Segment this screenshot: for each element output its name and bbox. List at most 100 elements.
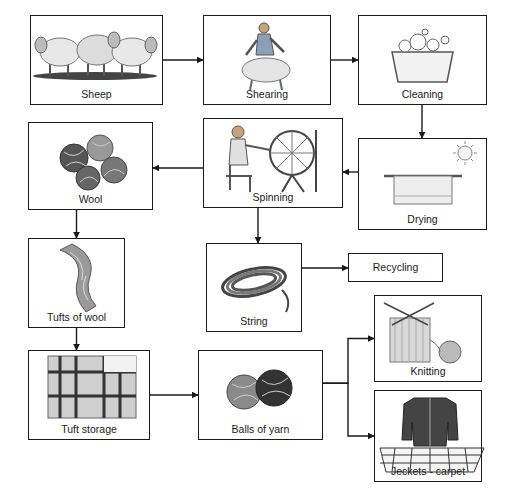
node-label: Recycling (373, 261, 419, 273)
sheep-head (145, 37, 157, 53)
flow-arrow (257, 208, 258, 243)
sheep-head (35, 37, 47, 53)
flow-arrow (323, 383, 374, 436)
tufts-illustration (60, 244, 96, 312)
wheel-spokes (270, 131, 314, 175)
flow-arrow (323, 339, 374, 384)
process-box: String (206, 243, 302, 332)
node-label: Shearing (246, 88, 288, 100)
sheep-head (108, 32, 120, 48)
knitted-piece (390, 318, 430, 362)
node-label: String (240, 315, 267, 327)
wheel-stand (282, 130, 316, 192)
sheep-leg (49, 64, 51, 76)
wool-ball (76, 166, 100, 190)
spinner-stool (226, 165, 252, 192)
plaid-storage (48, 356, 136, 418)
tuft-storage-illustration (48, 356, 136, 418)
flow-arrow (76, 328, 77, 350)
sheep-leg (67, 64, 69, 76)
shearer-body (256, 34, 274, 55)
node-label: Cleaning (402, 88, 443, 100)
towel-stripe (394, 196, 452, 197)
flow-arrow (153, 167, 203, 168)
string-coil (220, 263, 288, 302)
yarn-strands (232, 378, 290, 400)
process-box: Cleaning (358, 15, 487, 105)
spinner-head (232, 126, 244, 138)
wool-illustration (60, 135, 127, 190)
shearer-arm (246, 40, 257, 55)
plaid-lines (48, 356, 136, 418)
node-label: Tufts of wool (47, 311, 106, 323)
flow-arrow (331, 59, 358, 60)
spinning-illustration (226, 126, 316, 192)
jacket-zip (430, 398, 431, 446)
spinner-arm (245, 145, 270, 150)
sheep-leg (103, 64, 105, 76)
jacket-carpet-illustration (380, 398, 484, 472)
process-box: Tufts of wool (28, 238, 125, 328)
wool-skein (60, 244, 96, 312)
shearer-arm (270, 38, 284, 52)
skein-twist (70, 252, 88, 300)
cleaning-illustration (392, 29, 453, 82)
knitting-needle (392, 303, 434, 325)
yarn-ball (439, 341, 461, 363)
node-label: Knitting (410, 365, 445, 377)
spinning-wheel (270, 131, 314, 175)
soap-bubble (422, 29, 428, 35)
ground-shadow (33, 72, 157, 80)
node-label: Sheep (81, 88, 111, 100)
output-box: Recycling (348, 253, 443, 282)
soap-bubble (410, 34, 426, 50)
process-box: Knitting (374, 295, 482, 382)
process-box: Sheep (30, 15, 163, 105)
node-label: Jeckets - carpet (391, 465, 465, 477)
node-label: Tuft storage (61, 423, 117, 435)
string-coil (231, 271, 277, 294)
sheep-leg (87, 64, 89, 76)
knitting-needle (384, 303, 428, 325)
towel (394, 176, 452, 204)
process-box: Shearing (203, 15, 331, 105)
soap-bubble (441, 36, 449, 44)
wool-ball (87, 135, 113, 161)
shearer-head (259, 23, 269, 33)
sheep-illustration (33, 32, 157, 80)
node-label: Drying (407, 213, 437, 225)
sun (458, 146, 472, 160)
string-coil (226, 267, 283, 298)
plaid-block (104, 356, 136, 372)
yarn-thread (430, 340, 440, 352)
node-label: Spinning (253, 191, 294, 203)
soap-bubble (399, 40, 411, 52)
process-box: Balls of yarn (198, 350, 323, 440)
knitting-illustration (384, 303, 461, 363)
drying-illustration (384, 141, 477, 204)
yarn-strands (64, 142, 124, 182)
flow-arrow (150, 394, 198, 395)
process-box: Spinning (203, 118, 343, 208)
process-box: Tuft storage (28, 350, 150, 440)
yarn-ball (256, 370, 292, 406)
string-illustration (220, 263, 288, 312)
process-box: Wool (28, 122, 153, 210)
knit-rows (395, 318, 423, 362)
process-box: Drying (358, 138, 487, 230)
node-label: Wool (79, 193, 103, 205)
flow-arrow (76, 210, 77, 238)
sheep-leg (139, 64, 141, 76)
yarn-ball (227, 375, 261, 409)
jacket (402, 398, 458, 446)
string-end (282, 290, 288, 312)
process-box: Jeckets - carpet (374, 390, 482, 482)
node-label: Balls of yarn (232, 423, 290, 435)
spinner-body (229, 139, 248, 165)
flow-arrow (163, 59, 203, 60)
flow-arrow (343, 171, 358, 172)
shearing-illustration (242, 23, 290, 90)
